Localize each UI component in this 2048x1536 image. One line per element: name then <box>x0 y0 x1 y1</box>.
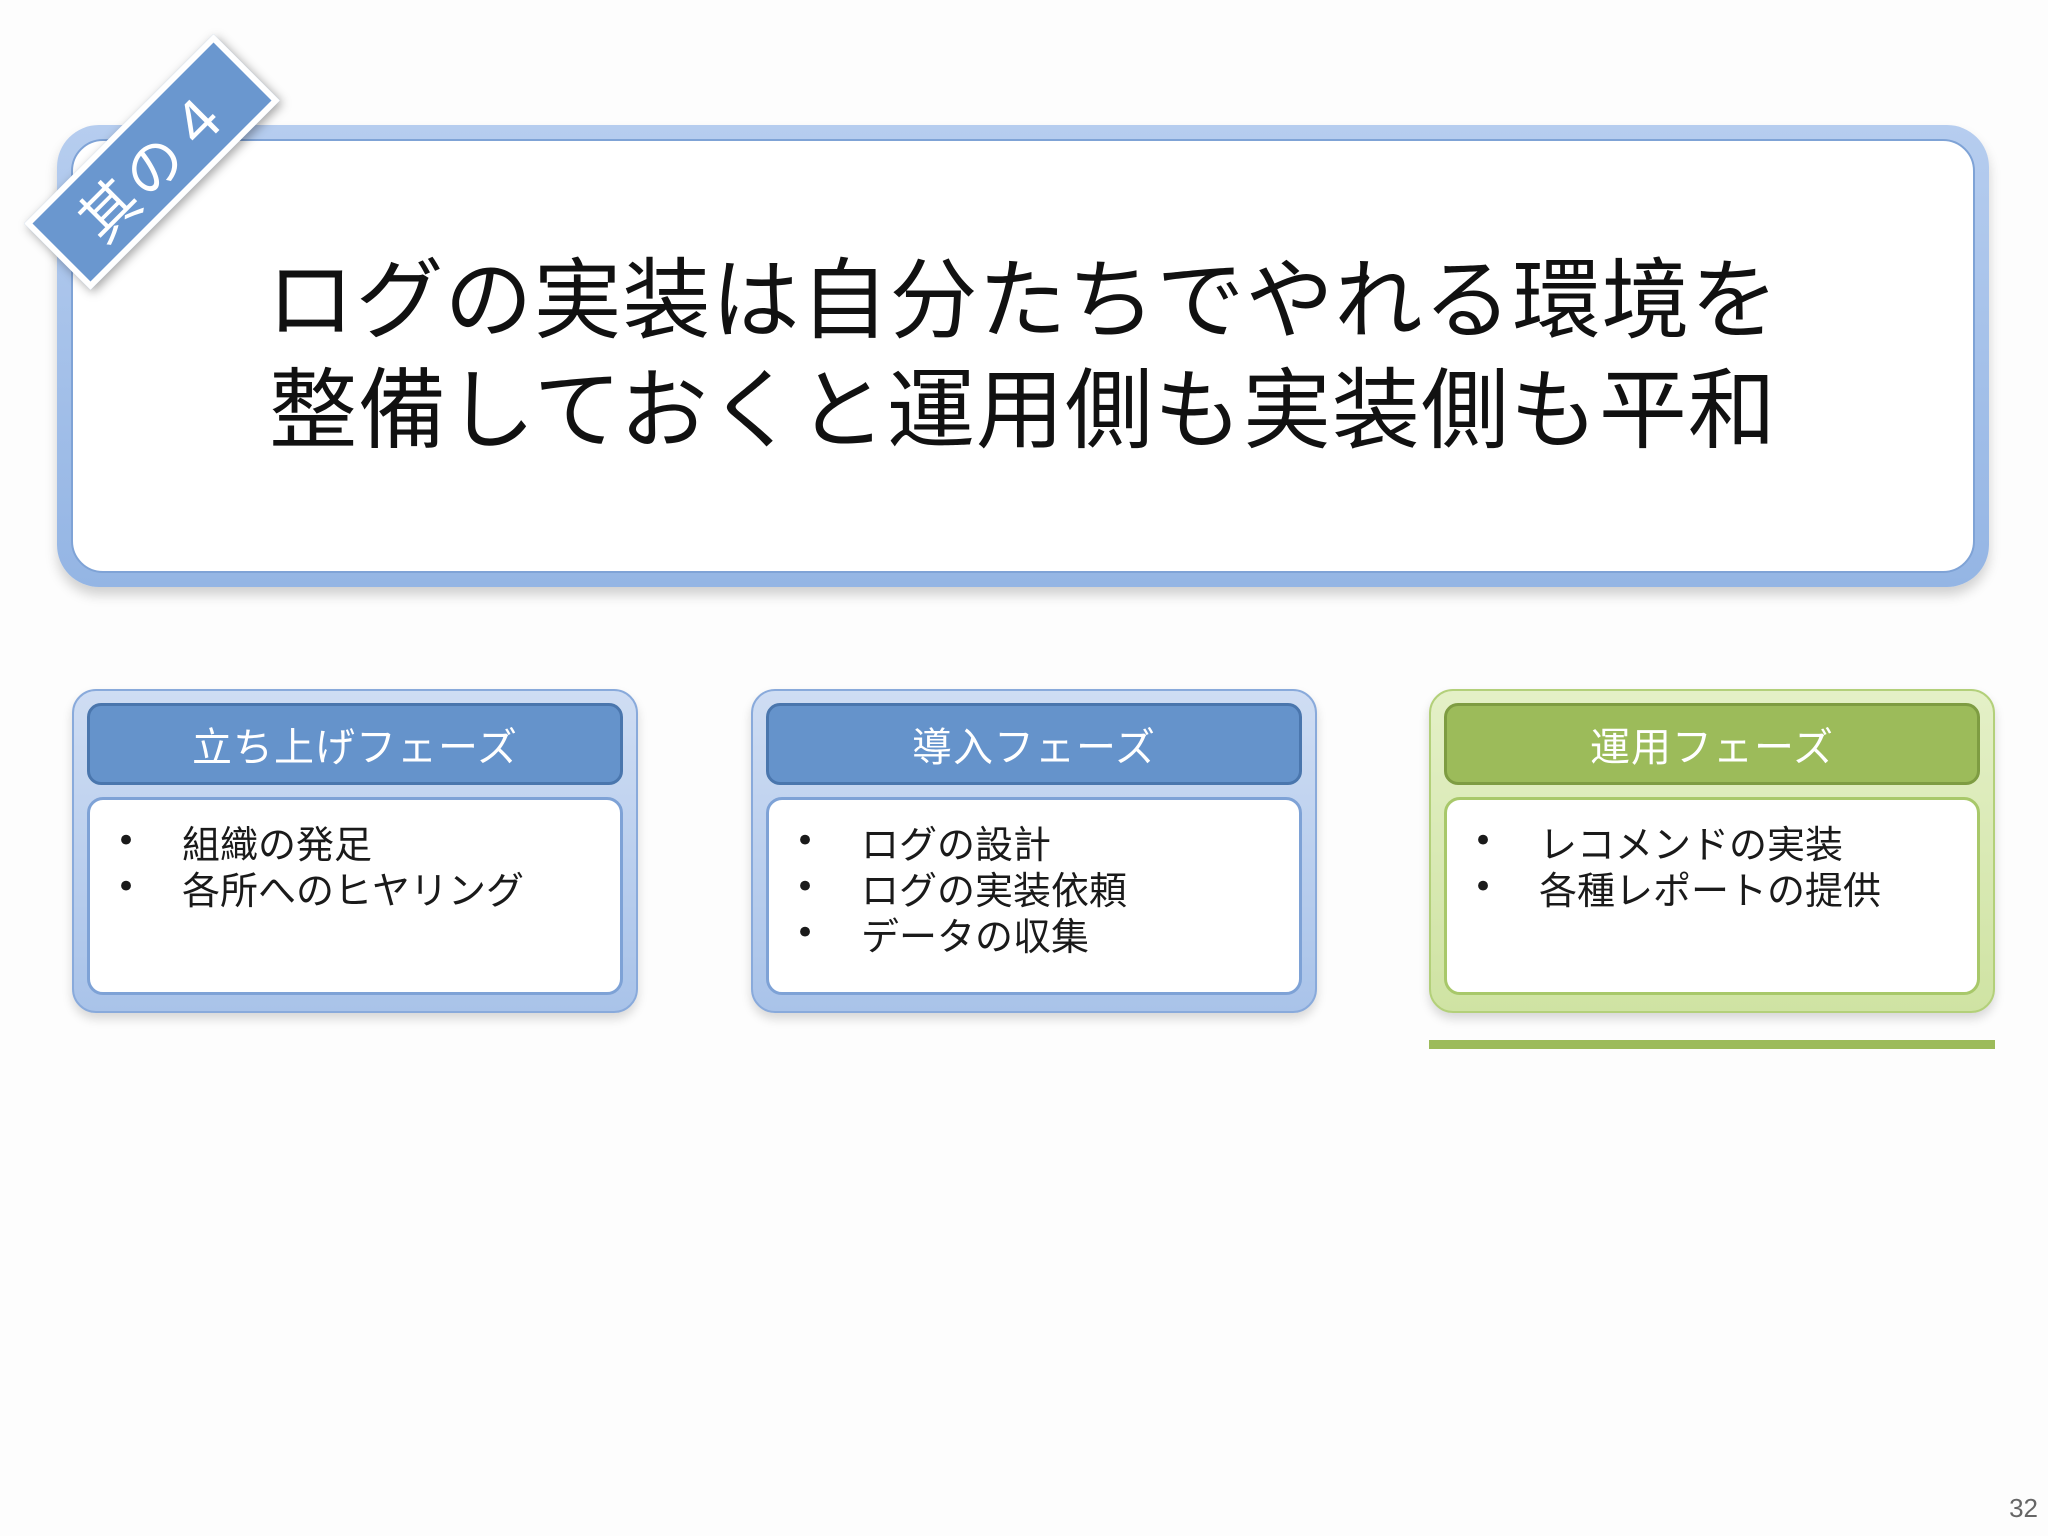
headline-line-2: 整備しておくと運用側も実装側も平和 <box>269 359 1777 462</box>
list-item: • 各種レポートの提供 <box>1473 864 1977 913</box>
list-item: • ログの設計 <box>795 818 1299 867</box>
headline-inner: ログの実装は自分たちでやれる環境を 整備しておくと運用側も実装側も平和 <box>71 139 1975 573</box>
list-item: • データの収集 <box>795 910 1299 959</box>
phase-header-startup: 立ち上げフェーズ <box>87 703 623 785</box>
list-item: • ログの実装依頼 <box>795 864 1299 913</box>
bullet-icon: • <box>795 821 816 861</box>
list-item-text: ログの設計 <box>861 822 1052 867</box>
list-item: • 各所へのヒヤリング <box>116 864 620 913</box>
headline-box: ログの実装は自分たちでやれる環境を 整備しておくと運用側も実装側も平和 <box>57 125 1989 587</box>
phase-card-operation: 運用フェーズ • レコメンドの実装 • 各種レポートの提供 <box>1429 689 1995 1013</box>
phase-header-operation: 運用フェーズ <box>1444 703 1980 785</box>
list-item-text: データの収集 <box>861 914 1090 959</box>
bullet-icon: • <box>1473 821 1494 861</box>
list-item: • レコメンドの実装 <box>1473 818 1977 867</box>
phase-body-operation: • レコメンドの実装 • 各種レポートの提供 <box>1444 797 1980 995</box>
phase-header-introduction: 導入フェーズ <box>766 703 1302 785</box>
headline-line-1: ログの実装は自分たちでやれる環境を <box>266 249 1780 352</box>
bullet-icon: • <box>116 867 137 907</box>
list-item-text: 組織の発足 <box>182 822 373 867</box>
list-item-text: レコメンドの実装 <box>1539 822 1844 867</box>
phase-card-introduction: 導入フェーズ • ログの設計 • ログの実装依頼 • データの収集 <box>751 689 1317 1013</box>
list-item-text: 各種レポートの提供 <box>1539 868 1882 913</box>
bullet-icon: • <box>795 867 816 907</box>
phase-body-introduction: • ログの設計 • ログの実装依頼 • データの収集 <box>766 797 1302 995</box>
current-phase-indicator <box>1429 1040 1995 1049</box>
list-item-text: ログの実装依頼 <box>861 868 1128 913</box>
page-number: 32 <box>2009 1493 2038 1523</box>
list-item: • 組織の発足 <box>116 818 620 867</box>
phase-body-startup: • 組織の発足 • 各所へのヒヤリング <box>87 797 623 995</box>
bullet-icon: • <box>1473 867 1494 907</box>
list-item-text: 各所へのヒヤリング <box>182 868 525 913</box>
bullet-icon: • <box>795 913 816 953</box>
phase-card-startup: 立ち上げフェーズ • 組織の発足 • 各所へのヒヤリング <box>72 689 638 1013</box>
bullet-icon: • <box>116 821 137 861</box>
